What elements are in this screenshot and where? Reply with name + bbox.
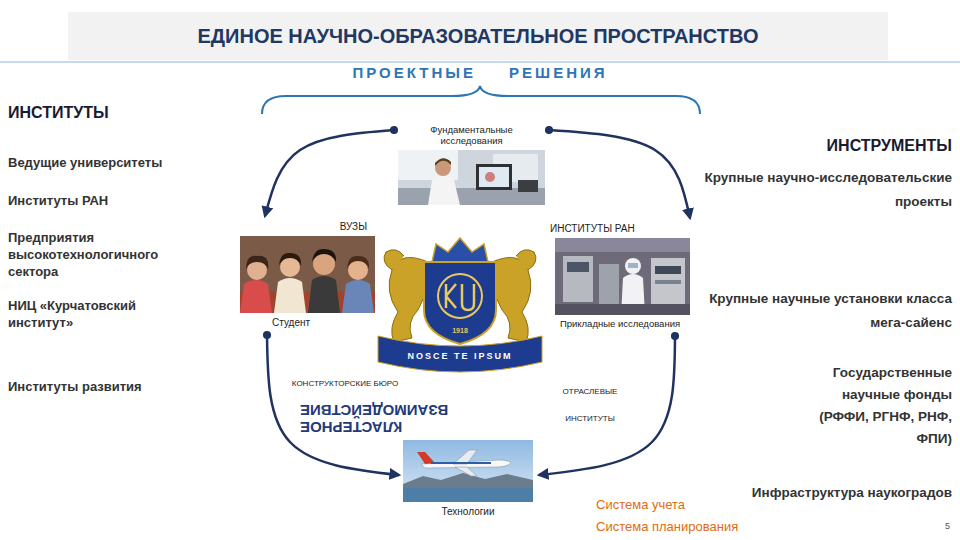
- list-item: НИЦ «Курчатовский институт»: [8, 297, 158, 331]
- photo-illustration: [240, 236, 375, 313]
- node-caption: Технологии: [403, 502, 533, 518]
- cycle-label: ОТРАСЛЕВЫЕ ИНСТИТУТЫ: [555, 378, 625, 432]
- list-item: Институты развития: [8, 378, 233, 395]
- title-rule: [0, 62, 960, 63]
- list-item: Ведущие университеты: [8, 154, 233, 171]
- node-caption: ИНСТИТУТЫ РАН: [540, 222, 700, 238]
- list-item: Государственные научные фонды (РФФИ, РГН…: [812, 362, 952, 450]
- section-banner: ПРОЕКТНЫЕ РЕШЕНИЯ: [280, 64, 680, 82]
- note-text: Система учета: [596, 497, 796, 513]
- brace: [262, 86, 700, 114]
- node-caption: ВУЗЫ: [240, 220, 375, 236]
- column-heading: ИНСТИТУТЫ: [8, 103, 228, 123]
- node-caption: Прикладные исследования: [540, 315, 700, 330]
- photo-illustration: [555, 238, 700, 315]
- note-text: Система планирования: [596, 519, 796, 535]
- cycle-label: КОНСТРУКТОРСКИЕ БЮРО: [290, 378, 400, 389]
- photo-illustration: [403, 440, 533, 502]
- photo-illustration: [240, 236, 375, 313]
- slide-title: ЕДИНОЕ НАУЧНО-ОБРАЗОВАТЕЛЬНОЕ ПРОСТРАНСТ…: [68, 24, 888, 48]
- list-item: Крупные научно-исследовательские проекты: [682, 166, 952, 214]
- node-caption: Студент: [240, 313, 375, 329]
- photo-node: Технологии: [403, 440, 533, 518]
- list-item: Институты РАН: [8, 192, 233, 209]
- list-item: Инфраструктура наукоградов: [682, 482, 952, 504]
- photo-node: Фундаментальные исследования: [398, 124, 545, 205]
- cycle-arrow: [265, 130, 394, 216]
- photo-node: ИНСТИТУТЫ РАН Прикладные исследования: [540, 222, 700, 330]
- photo-illustration: [398, 150, 545, 205]
- cycle-arrow: [549, 130, 690, 218]
- photo-illustration: [555, 238, 690, 315]
- photo-node: ВУЗЫ Студент: [240, 220, 375, 329]
- list-item: Крупные научные установки класса мега-са…: [697, 287, 952, 335]
- node-caption: Фундаментальные исследования: [398, 124, 545, 150]
- cycle-arrow: [539, 336, 675, 475]
- photo-illustration: [403, 440, 533, 502]
- column-heading: ИНСТРУМЕНТЫ: [732, 136, 952, 156]
- photo-illustration: [398, 150, 545, 205]
- university-crest: [378, 238, 542, 372]
- page-number: 5: [930, 520, 950, 532]
- title-band: [68, 12, 888, 60]
- flipped-caption: КЛАСТЕРНОЕ ВЗАИМОДЕЙСТВИЕ: [300, 402, 530, 436]
- list-item: Предприятия высокотехнологичного сектора: [8, 229, 208, 280]
- crest-year: 1918: [440, 326, 480, 335]
- crest-motto: NOSCE TE IPSUM: [385, 350, 535, 362]
